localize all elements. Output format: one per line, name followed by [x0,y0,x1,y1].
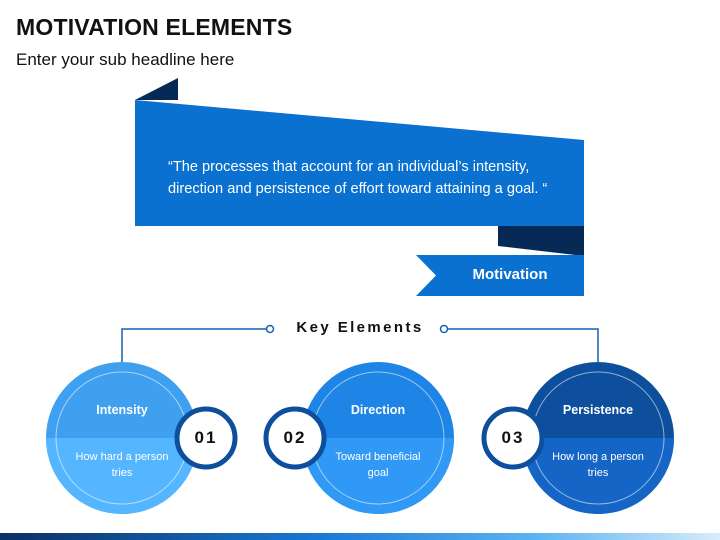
page-subtitle: Enter your sub headline here [16,50,235,69]
number-badge-01 [174,406,238,470]
element-description-direction: Toward beneficial goal [335,451,421,479]
connector-dot-left [265,324,275,334]
element-title-persistence: Persistence [562,403,634,417]
key-elements-heading: Key Elements [296,319,424,336]
number-badge-03 [481,406,545,470]
footer-stripe [0,533,720,540]
banner-top-fold [135,78,178,100]
number-badge-02 [263,406,327,470]
banner-bottom-fold [498,226,584,256]
banner-main [135,100,584,226]
element-circle-intensity [46,362,198,514]
key-elements-connector [121,328,599,362]
number-label-02: 02 [283,428,307,447]
banner-tag [416,255,584,296]
definition-quote: “The processes that account for an indiv… [168,159,548,197]
page-title: MOTIVATION ELEMENTS [16,14,293,40]
element-title-intensity: Intensity [96,403,148,417]
banner-tag-label: Motivation [472,266,548,283]
element-description-intensity: How hard a person tries [75,451,169,479]
number-label-03: 03 [501,428,525,447]
element-description-persistence: How long a person tries [552,451,644,479]
element-title-direction: Direction [350,403,406,417]
connector-dot-right [439,324,449,334]
number-label-01: 01 [194,428,218,447]
